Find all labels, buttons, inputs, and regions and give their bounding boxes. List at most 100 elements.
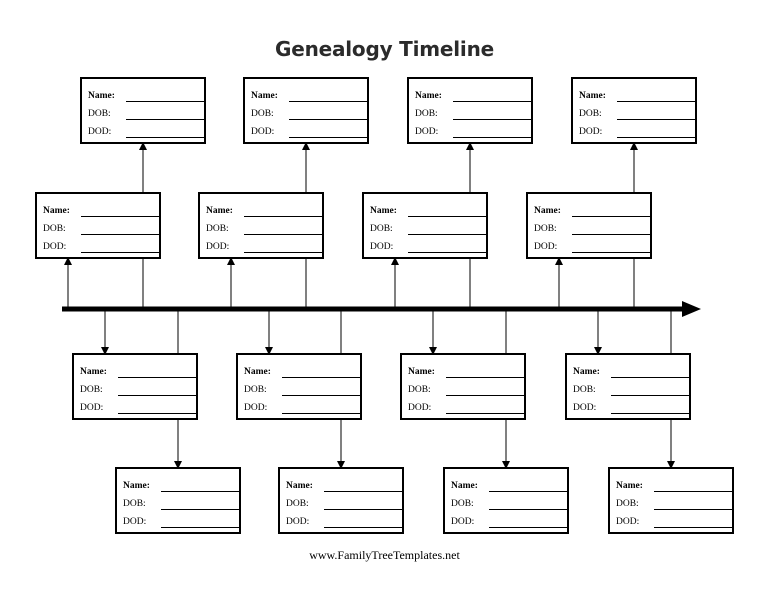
dod-row: DOD:: [579, 126, 697, 140]
name-fill-line[interactable]: [408, 216, 488, 217]
name-row: Name:: [415, 90, 533, 104]
person-card: Name:DOB:DOD:: [278, 467, 404, 534]
dod-row: DOD:: [88, 126, 206, 140]
dod-fill-line[interactable]: [126, 137, 206, 138]
dob-fill-line[interactable]: [453, 119, 533, 120]
dob-label: DOB:: [88, 109, 111, 119]
name-fill-line[interactable]: [572, 216, 652, 217]
dob-fill-line[interactable]: [282, 395, 362, 396]
dob-fill-line[interactable]: [161, 509, 241, 510]
dod-fill-line[interactable]: [654, 527, 734, 528]
dod-fill-line[interactable]: [617, 137, 697, 138]
dob-fill-line[interactable]: [489, 509, 569, 510]
name-row: Name:: [370, 205, 488, 219]
dod-fill-line[interactable]: [489, 527, 569, 528]
name-label: Name:: [451, 481, 478, 491]
person-card: Name: DOB: DOD:: [115, 467, 241, 534]
dod-label: DOD:: [88, 127, 112, 137]
dob-fill-line[interactable]: [244, 234, 324, 235]
dob-label: DOB:: [244, 385, 267, 395]
dod-fill-line[interactable]: [453, 137, 533, 138]
dod-row: DOD:: [370, 241, 488, 255]
dob-fill-line[interactable]: [81, 234, 161, 235]
name-fill-line[interactable]: [118, 377, 198, 378]
name-fill-line[interactable]: [489, 491, 569, 492]
name-fill-line[interactable]: [654, 491, 734, 492]
person-card: Name:DOB:DOD:: [198, 192, 324, 259]
dob-label: DOB:: [43, 224, 66, 234]
dob-row: DOB:: [415, 108, 533, 122]
person-card: Name:DOB:DOD:: [400, 353, 526, 420]
name-fill-line[interactable]: [617, 101, 697, 102]
dod-fill-line[interactable]: [572, 252, 652, 253]
dob-row: DOB:: [88, 108, 206, 122]
name-fill-line[interactable]: [161, 491, 241, 492]
dod-fill-line[interactable]: [289, 137, 369, 138]
name-fill-line[interactable]: [282, 377, 362, 378]
name-fill-line[interactable]: [324, 491, 404, 492]
dod-label: DOD:: [573, 403, 597, 413]
dod-row: DOD:: [244, 402, 362, 416]
dob-label: DOB:: [616, 499, 639, 509]
name-row: Name:: [88, 90, 206, 104]
dob-fill-line[interactable]: [446, 395, 526, 396]
name-fill-line[interactable]: [611, 377, 691, 378]
dob-fill-line[interactable]: [126, 119, 206, 120]
dob-fill-line[interactable]: [289, 119, 369, 120]
dod-row: DOD:: [451, 516, 569, 530]
person-card: Name:DOB:DOD:: [608, 467, 734, 534]
dod-fill-line[interactable]: [244, 252, 324, 253]
dob-fill-line[interactable]: [611, 395, 691, 396]
dob-row: DOB:: [206, 223, 324, 237]
dob-row: DOB:: [534, 223, 652, 237]
name-fill-line[interactable]: [126, 101, 206, 102]
dod-fill-line[interactable]: [282, 413, 362, 414]
dob-fill-line[interactable]: [572, 234, 652, 235]
name-label: Name:: [88, 91, 115, 101]
dod-fill-line[interactable]: [118, 413, 198, 414]
name-row: Name:: [451, 480, 569, 494]
name-label: Name:: [579, 91, 606, 101]
dod-row: DOD:: [415, 126, 533, 140]
dod-label: DOD:: [244, 403, 268, 413]
dod-fill-line[interactable]: [81, 252, 161, 253]
person-card: Name: DOB: DOD:: [571, 77, 697, 144]
dob-label: DOB:: [408, 385, 431, 395]
dod-label: DOD:: [579, 127, 603, 137]
name-label: Name:: [616, 481, 643, 491]
name-fill-line[interactable]: [453, 101, 533, 102]
name-fill-line[interactable]: [289, 101, 369, 102]
name-label: Name:: [408, 367, 435, 377]
dob-row: DOB:: [579, 108, 697, 122]
dob-label: DOB:: [579, 109, 602, 119]
dob-label: DOB:: [286, 499, 309, 509]
dob-fill-line[interactable]: [654, 509, 734, 510]
name-row: Name:: [616, 480, 734, 494]
dob-fill-line[interactable]: [408, 234, 488, 235]
dod-fill-line[interactable]: [611, 413, 691, 414]
name-row: Name:: [286, 480, 404, 494]
dod-fill-line[interactable]: [324, 527, 404, 528]
dob-row: DOB:: [123, 498, 241, 512]
dod-fill-line[interactable]: [446, 413, 526, 414]
name-fill-line[interactable]: [446, 377, 526, 378]
dod-label: DOD:: [43, 242, 67, 252]
dob-row: DOB:: [408, 384, 526, 398]
dob-fill-line[interactable]: [118, 395, 198, 396]
name-label: Name:: [206, 206, 233, 216]
name-fill-line[interactable]: [244, 216, 324, 217]
dod-row: DOD:: [573, 402, 691, 416]
dob-fill-line[interactable]: [617, 119, 697, 120]
name-label: Name:: [123, 481, 150, 491]
name-row: Name:: [573, 366, 691, 380]
name-row: Name:: [534, 205, 652, 219]
dod-label: DOD:: [370, 242, 394, 252]
dod-fill-line[interactable]: [408, 252, 488, 253]
dob-fill-line[interactable]: [324, 509, 404, 510]
dod-row: DOD:: [123, 516, 241, 530]
dod-label: DOD:: [534, 242, 558, 252]
name-row: Name:: [251, 90, 369, 104]
name-fill-line[interactable]: [81, 216, 161, 217]
dod-fill-line[interactable]: [161, 527, 241, 528]
